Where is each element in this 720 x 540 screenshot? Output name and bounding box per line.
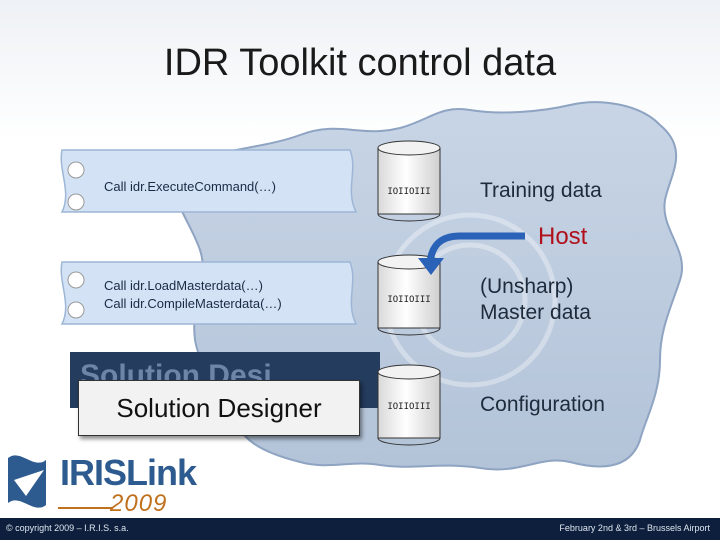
database-icon-1	[377, 140, 441, 222]
scroll-2-line-2: Call idr.CompileMasterdata(…)	[104, 296, 282, 311]
master-data-line-1: (Unsharp)	[480, 275, 574, 298]
database-icon-3	[377, 364, 441, 446]
master-data-line-2: Master data	[480, 301, 591, 324]
scroll-shape-1	[60, 149, 358, 213]
scroll-2-text: Call idr.LoadMasterdata(…) Call idr.Comp…	[104, 277, 282, 313]
solution-designer-button[interactable]: Solution Designer	[78, 380, 360, 436]
training-data-label: Training data	[480, 179, 602, 202]
logo-flag-icon	[8, 455, 46, 508]
slide-title: IDR Toolkit control data	[163, 42, 557, 84]
logo-name: IRISLink	[60, 452, 197, 493]
master-data-label: (Unsharp) Master data	[480, 274, 591, 326]
curved-arrow-icon	[418, 232, 525, 275]
database-1-label: IOIIOIII	[387, 187, 431, 197]
scroll-1-line-1: Call idr.ExecuteCommand(…)	[104, 179, 276, 194]
designer-shadow-text: Solution Desi	[80, 359, 272, 382]
footer-copyright: © copyright 2009 – I.R.I.S. s.a.	[6, 523, 129, 533]
configuration-label: Configuration	[480, 393, 605, 416]
logo-year: 2009	[110, 490, 168, 517]
footer-bar: © copyright 2009 – I.R.I.S. s.a. Februar…	[0, 518, 720, 540]
database-2-label: IOIIOIII	[387, 295, 431, 305]
host-label: Host	[538, 223, 588, 250]
scroll-shape-2	[60, 261, 358, 325]
scroll-1-text: Call idr.ExecuteCommand(…)	[104, 178, 276, 196]
scroll-2-line-1: Call idr.LoadMasterdata(…)	[104, 278, 263, 293]
database-3-label: IOIIOIII	[387, 402, 431, 412]
footer-event: February 2nd & 3rd – Brussels Airport	[559, 523, 710, 533]
